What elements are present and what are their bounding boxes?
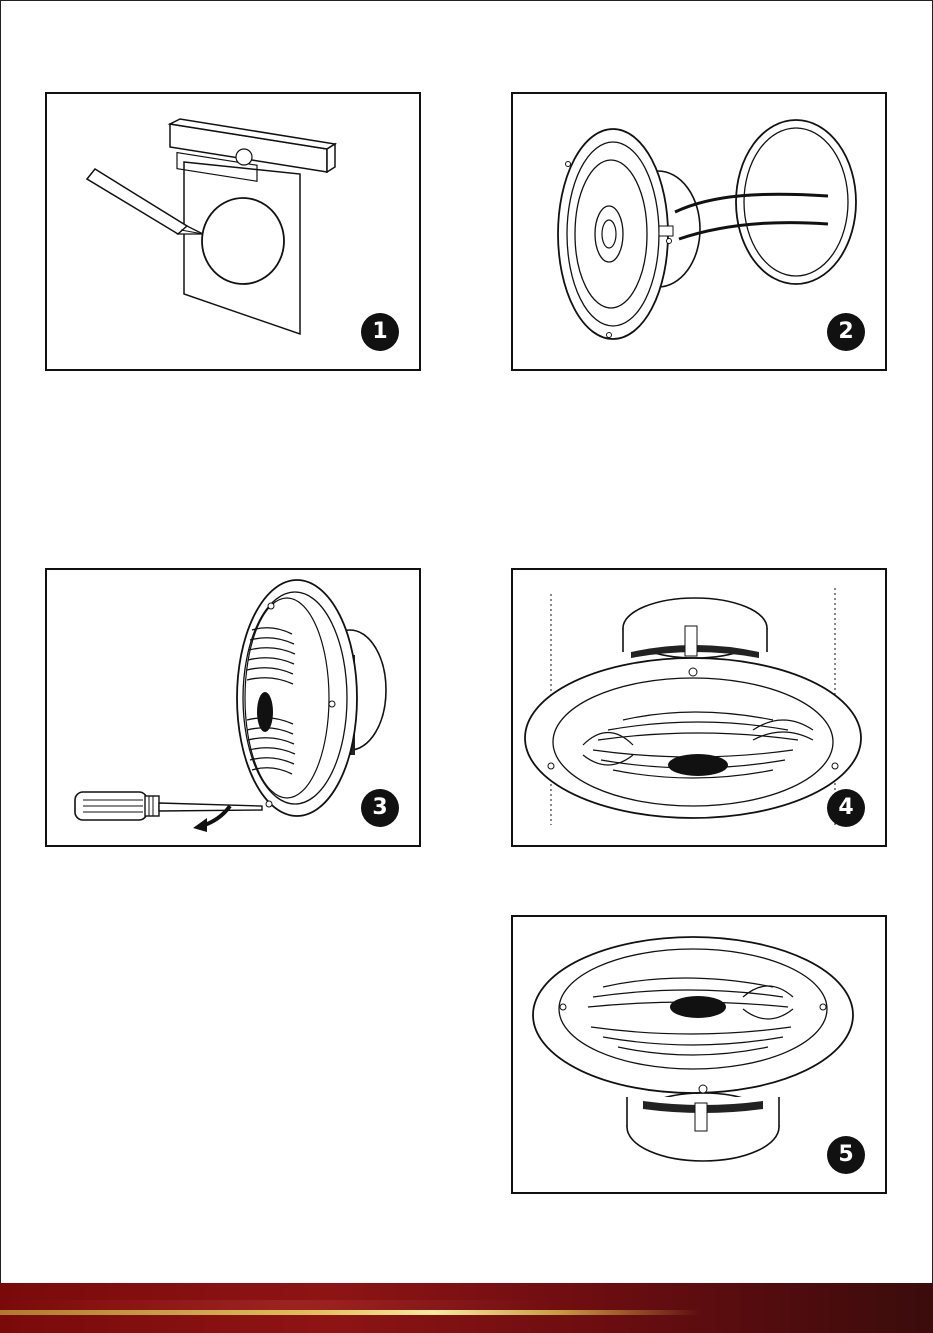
step-2-panel: 2 xyxy=(511,92,887,371)
step-1-panel: 1 xyxy=(45,92,421,371)
footer-gold-stripe xyxy=(0,1310,700,1315)
step-4-number: 4 xyxy=(827,789,865,827)
step-3-panel: 3 xyxy=(45,568,421,847)
step-5-number: 5 xyxy=(827,1136,865,1174)
step-4-panel: 4 xyxy=(511,568,887,847)
step-3-number: 3 xyxy=(361,789,399,827)
step-5-panel: 5 xyxy=(511,915,887,1194)
step-2-number: 2 xyxy=(827,313,865,351)
step-1-number: 1 xyxy=(361,313,399,351)
